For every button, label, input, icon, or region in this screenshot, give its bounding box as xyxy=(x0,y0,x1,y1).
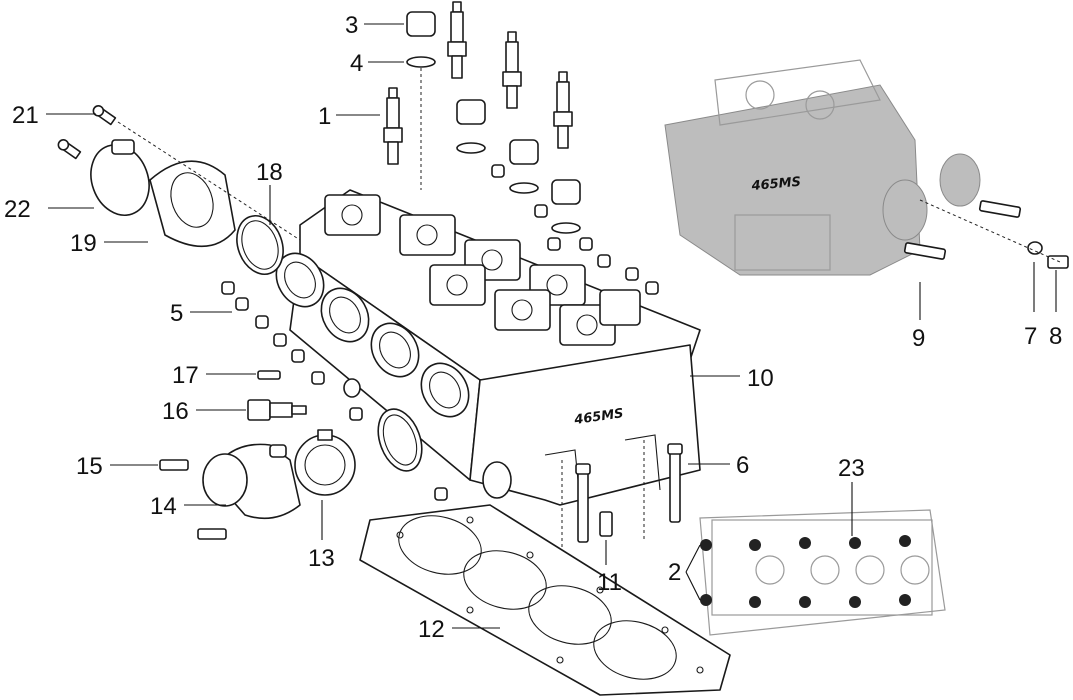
callout-21: 21 xyxy=(12,102,39,129)
callout-8: 8 xyxy=(1049,323,1062,350)
callout-4: 4 xyxy=(350,50,363,77)
rear-head-stamp: 465MS xyxy=(750,175,802,194)
thermostat xyxy=(294,429,356,496)
callout-10: 10 xyxy=(747,365,774,392)
callout-11: 11 xyxy=(597,569,622,596)
bolt-tightening-order-view xyxy=(699,509,946,636)
intake-joint-assembly xyxy=(57,105,301,275)
callout-17: 17 xyxy=(172,362,199,389)
callout-23: 23 xyxy=(838,455,865,482)
callout-1: 1 xyxy=(318,103,331,130)
callout-15: 15 xyxy=(76,453,103,480)
callout-3: 3 xyxy=(345,12,358,39)
valve-stem-seals xyxy=(221,164,659,501)
callout-13: 13 xyxy=(308,545,335,572)
head-bolts xyxy=(561,440,683,550)
temperature-sensor xyxy=(247,399,307,421)
head-stamp: 465MS xyxy=(572,406,624,428)
callout-7: 7 xyxy=(1024,323,1037,350)
callout-19: 19 xyxy=(70,230,97,257)
callout-6: 6 xyxy=(736,452,749,479)
cylinder-head: 465MS xyxy=(275,189,701,506)
spark-plugs xyxy=(383,1,573,165)
head-rear-view: 465MS xyxy=(664,59,1069,276)
head-gasket xyxy=(359,504,731,696)
callout-9: 9 xyxy=(912,325,925,352)
callout-2: 2 xyxy=(668,559,681,586)
callout-5: 5 xyxy=(170,300,183,327)
thermostat-assembly xyxy=(159,370,423,540)
plug-tube-seals xyxy=(406,11,581,234)
callout-12: 12 xyxy=(418,616,445,643)
callout-22: 22 xyxy=(4,196,31,223)
leader-lines xyxy=(46,23,1057,629)
callout-numbers: 1 2 3 4 5 6 7 8 9 10 11 12 13 14 15 16 1… xyxy=(4,12,1062,643)
callout-18: 18 xyxy=(256,159,283,186)
callout-14: 14 xyxy=(150,493,177,520)
valve-train xyxy=(324,194,641,346)
callout-16: 16 xyxy=(162,398,189,425)
